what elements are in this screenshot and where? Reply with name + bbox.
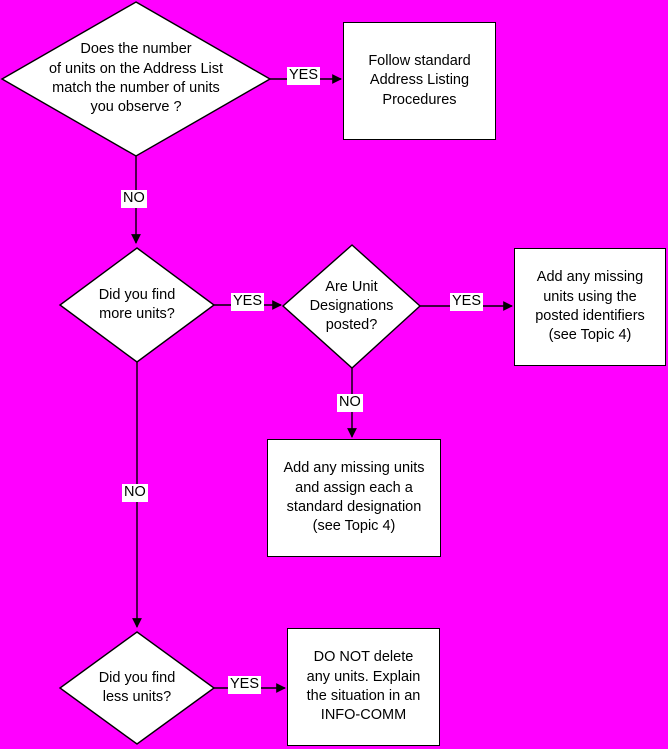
text-line: standard designation: [286, 499, 422, 515]
process-follow-standard-label: Follow standard Address Listing Procedur…: [368, 52, 470, 110]
decision-match-label: Does the number of units on the Address …: [13, 40, 260, 117]
process-add-posted-label: Add any missing units using the posted i…: [535, 268, 645, 345]
text-line: Does the number: [80, 41, 192, 58]
text-line: INFO-COMM: [320, 707, 407, 724]
decision-less-units-label: Did you find less units?: [80, 669, 194, 708]
text-line: Add any missing units: [283, 460, 425, 477]
text-line: and assign each a: [295, 479, 413, 496]
text-line: of units on the Address List: [48, 60, 224, 77]
text-line: Designations: [309, 297, 394, 314]
process-do-not-delete[interactable]: DO NOT delete any units. Explain the sit…: [287, 628, 440, 746]
decision-less-units[interactable]: Did you find less units?: [60, 632, 214, 744]
text-line: Add any missing: [536, 269, 644, 286]
edge-label-designations-no: NO: [337, 394, 363, 412]
text-line: Did you find: [98, 669, 176, 686]
edge-label-more-units-yes: YES: [231, 293, 265, 311]
text-line: any units. Explain: [306, 668, 421, 685]
text-line: Did you find: [98, 286, 176, 303]
process-add-standard[interactable]: Add any missing units and assign each a …: [267, 439, 441, 557]
text-line: match the number of units: [52, 80, 220, 96]
text-line: posted identifiers: [535, 308, 645, 324]
process-add-posted[interactable]: Add any missing units using the posted i…: [514, 248, 666, 366]
decision-designations-label: Are Unit Designations posted?: [301, 278, 402, 336]
text-line: Follow standard: [368, 53, 471, 70]
edge-label-match-yes: YES: [287, 67, 321, 85]
text-line: less units?: [102, 689, 172, 705]
text-line: (see Topic 4): [548, 327, 632, 344]
edge-label-more-units-no: NO: [122, 484, 148, 502]
text-line: (see Topic 4): [312, 518, 396, 535]
decision-more-units-label: Did you find more units?: [80, 286, 194, 325]
text-line: units using the: [543, 288, 637, 305]
text-line: DO NOT delete: [313, 649, 414, 666]
decision-less-units-shape: [58, 631, 216, 745]
decision-match[interactable]: Does the number of units on the Address …: [2, 2, 270, 156]
text-line: the situation in an: [306, 688, 421, 704]
decision-more-units[interactable]: Did you find more units?: [60, 248, 214, 362]
text-line: more units?: [99, 306, 175, 322]
text-line: you observe ?: [90, 99, 182, 116]
text-line: Procedures: [382, 91, 457, 108]
process-add-standard-label: Add any missing units and assign each a …: [283, 459, 424, 536]
edge-label-match-no: NO: [121, 190, 147, 208]
process-do-not-delete-label: DO NOT delete any units. Explain the sit…: [307, 648, 421, 725]
text-line: posted?: [325, 317, 378, 334]
text-line: Are Unit: [325, 278, 378, 295]
edge-label-less-units-yes: YES: [228, 676, 262, 694]
edge-label-designations-yes: YES: [450, 293, 484, 311]
text-line: Address Listing: [369, 72, 470, 89]
decision-designations[interactable]: Are Unit Designations posted?: [283, 245, 420, 368]
process-follow-standard[interactable]: Follow standard Address Listing Procedur…: [343, 22, 496, 140]
